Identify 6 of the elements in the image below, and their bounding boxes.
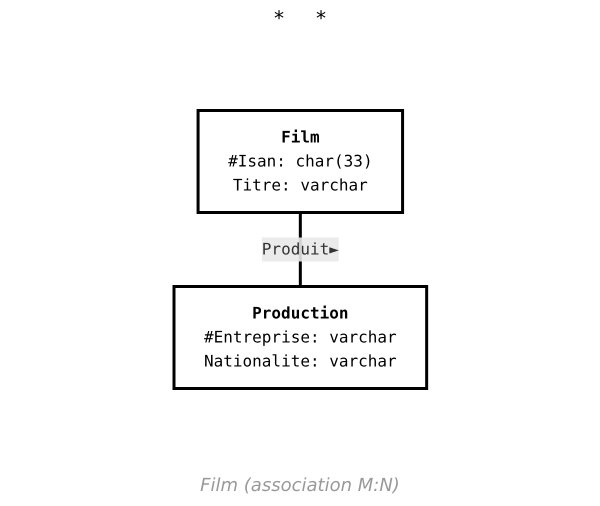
edge-label: Produit► xyxy=(261,240,339,258)
multiplicity-label: * xyxy=(315,6,328,30)
caption: Film (association M:N) xyxy=(200,475,400,496)
multiplicity-label: * xyxy=(272,6,285,30)
node-box: Film #Isan: char(33) Titre: varchar xyxy=(196,109,404,214)
node-box: Production #Entreprise: varchar Nationalite: varchar xyxy=(172,285,428,390)
